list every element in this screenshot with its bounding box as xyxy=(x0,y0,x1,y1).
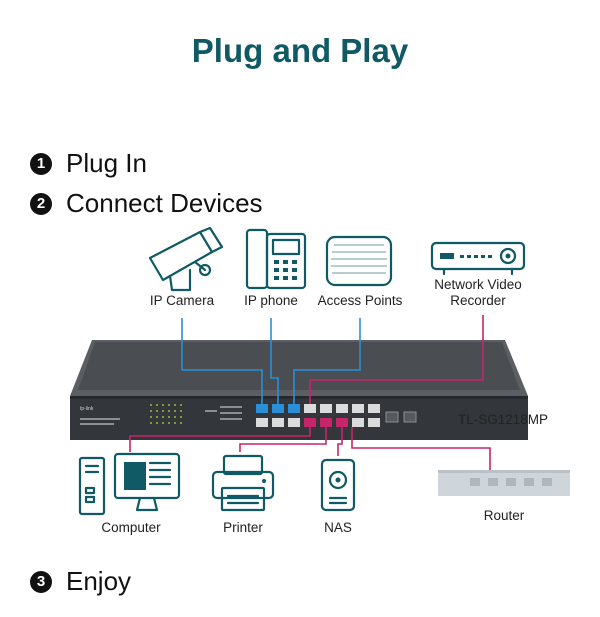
nvr-label-line2: Recorder xyxy=(450,293,506,308)
nas-icon xyxy=(320,458,356,512)
access-points-label: Access Points xyxy=(318,293,403,308)
step-number: 2 xyxy=(30,192,52,215)
router-icon xyxy=(438,470,570,496)
switch-brand-logo: tp-link xyxy=(80,406,94,412)
step-label: Enjoy xyxy=(66,566,132,596)
router-label: Router xyxy=(484,508,525,523)
step-number: 1 xyxy=(30,152,52,175)
access-point-icon xyxy=(325,235,393,287)
poe-connection-lines xyxy=(181,318,361,404)
poe-ports xyxy=(256,404,316,427)
switch-device: tp-link xyxy=(70,340,528,440)
computer-icon xyxy=(78,452,181,516)
step-enjoy: 3 Enjoy xyxy=(30,566,131,597)
switch-model-label: TL-SG1218MP xyxy=(458,412,548,427)
step-label: Connect Devices xyxy=(66,188,263,218)
printer-icon xyxy=(211,454,275,512)
step-number: 3 xyxy=(30,570,52,593)
data-ports xyxy=(320,404,380,427)
data-connection-lines xyxy=(129,315,491,470)
ip-phone-icon xyxy=(245,228,307,290)
step-connect-devices: 2 Connect Devices xyxy=(30,188,263,219)
ip-camera-icon xyxy=(148,226,224,292)
computer-label: Computer xyxy=(101,520,161,535)
nas-label: NAS xyxy=(324,520,352,535)
nvr-icon xyxy=(430,241,526,276)
page-title: Plug and Play xyxy=(191,32,409,69)
printer-label: Printer xyxy=(223,520,263,535)
ip-phone-label: IP phone xyxy=(244,293,298,308)
step-label: Plug In xyxy=(66,148,147,178)
step-plug-in: 1 Plug In xyxy=(30,148,147,179)
ip-camera-label: IP Camera xyxy=(150,293,215,308)
nvr-label-line1: Network Video xyxy=(434,277,522,292)
